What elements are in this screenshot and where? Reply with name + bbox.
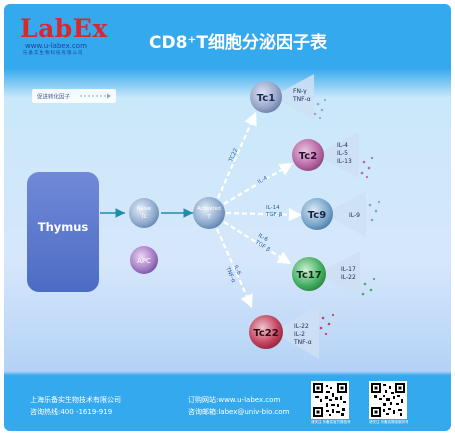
tc17-label: Tc17 bbox=[296, 270, 321, 281]
activated-label-1: Activated bbox=[197, 206, 221, 212]
activated-t-cell: Activated T bbox=[193, 197, 225, 229]
tc2-factor-2: IL-5 bbox=[337, 150, 348, 157]
arrow-to-tc22 bbox=[215, 228, 254, 309]
arrow-label-tc17-1: IL-6 bbox=[257, 233, 269, 244]
tc17-factor-1: IL-17 bbox=[341, 266, 356, 273]
secretion-dots bbox=[313, 98, 381, 336]
activated-label-2: T bbox=[206, 213, 211, 221]
poster: LabEx www.u-labex.com 乐备实生物科技有限公司 CD8⁺T细… bbox=[4, 4, 451, 431]
tc2-cell: Tc2 bbox=[292, 139, 324, 171]
tc9-label: Tc9 bbox=[308, 210, 326, 221]
company-name: 上海乐备实生物技术有限公司 bbox=[30, 396, 121, 404]
arrow-label-tc22-1: IL-6 bbox=[232, 264, 242, 276]
apc-cell: APC bbox=[130, 246, 158, 274]
tc9-factor-1: IL-9 bbox=[349, 212, 360, 219]
logo-url: www.u-labex.com bbox=[25, 42, 87, 50]
order-website[interactable]: 订购网站:www.u-labex.com bbox=[188, 396, 281, 404]
thymus-label: Thymus bbox=[38, 220, 89, 234]
tc22-cell: Tc22 bbox=[249, 315, 283, 349]
tc17-factor-2: IL-22 bbox=[341, 274, 356, 281]
naive-label-1: Naive bbox=[137, 206, 151, 212]
tc2-factor-3: IL-13 bbox=[337, 158, 352, 165]
secretion-cone-tc17 bbox=[316, 251, 360, 297]
qr-caption-1: 请关注 乐备实官方微信号 bbox=[311, 420, 351, 424]
naive-tc-cell: Naive Tc bbox=[129, 198, 159, 228]
arrow-label-tc1: TC22 bbox=[228, 148, 240, 164]
legend-label: 促进转化因子 bbox=[37, 93, 71, 101]
logo-tagline: 乐备实生物科技有限公司 bbox=[23, 51, 84, 56]
tc1-factor-1: FN-γ bbox=[293, 88, 307, 95]
arrow-to-tc9 bbox=[225, 208, 303, 222]
tc1-cell: Tc1 bbox=[250, 81, 282, 113]
arrow-label-tc17-2: TGF-β bbox=[253, 239, 271, 254]
arrow-label-tc9-1: IL-14 bbox=[266, 205, 280, 211]
secretion-cone-tc1 bbox=[272, 74, 314, 120]
tc2-label: Tc2 bbox=[299, 151, 317, 162]
tc22-label: Tc22 bbox=[253, 328, 278, 339]
tc2-factor-1: IL-4 bbox=[337, 142, 348, 149]
tc17-cell: Tc17 bbox=[292, 257, 326, 291]
legend: 促进转化因子 bbox=[32, 89, 116, 103]
tc1-factor-2: TNF-α bbox=[292, 96, 311, 103]
tc22-factor-1: IL-22 bbox=[294, 323, 309, 330]
qr-caption-2: 请关注 乐备实微信服务号 bbox=[369, 420, 409, 424]
qr-code-1 bbox=[311, 381, 349, 419]
arrow-to-tc2 bbox=[223, 162, 294, 205]
tc22-factor-2: IL-2 bbox=[294, 331, 305, 338]
secretion-cone-tc2 bbox=[315, 132, 359, 178]
secretion-cone-tc9 bbox=[324, 191, 366, 237]
apc-label: APC bbox=[137, 257, 151, 265]
tc1-label: Tc1 bbox=[257, 93, 275, 104]
tc22-factor-3: TNF-α bbox=[293, 339, 312, 346]
logo: LabEx www.u-labex.com 乐备实生物科技有限公司 bbox=[20, 14, 136, 56]
arrow-label-tc9-2: TGF-β bbox=[265, 212, 283, 218]
tc9-cell: Tc9 bbox=[301, 198, 333, 230]
page-title: CD8⁺T细胞分泌因子表 bbox=[149, 33, 327, 53]
arrow-label-tc2: IL-4 bbox=[257, 175, 269, 186]
header-bar: LabEx www.u-labex.com 乐备实生物科技有限公司 CD8⁺T细… bbox=[4, 4, 451, 70]
secretion-cone-tc22 bbox=[273, 305, 319, 359]
arrow-to-tc17 bbox=[223, 221, 292, 265]
logo-brand: LabEx bbox=[20, 14, 108, 43]
qr-code-2 bbox=[369, 381, 407, 419]
hotline: 咨询热线:400 -1619-919 bbox=[30, 408, 113, 416]
differentiation-diagram: 促进转化因子 Thymus Naive Tc APC Activated T bbox=[27, 74, 381, 359]
thymus-block bbox=[27, 172, 99, 292]
contact-email[interactable]: 咨询邮箱:labex@univ-bio.com bbox=[188, 408, 290, 416]
footer-bar: 上海乐备实生物技术有限公司 咨询热线:400 -1619-919 订购网站:ww… bbox=[4, 373, 451, 431]
naive-label-2: Tc bbox=[140, 212, 148, 220]
